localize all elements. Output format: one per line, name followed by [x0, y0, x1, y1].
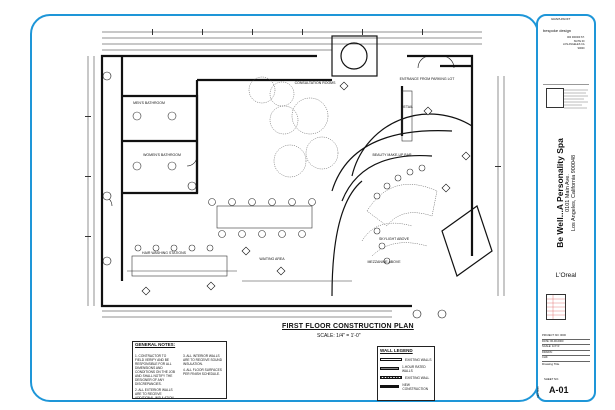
legend-item: EXISTING WALL [380, 373, 432, 382]
entrance-label: ENTRANCE FROM PARKING LOT [400, 77, 456, 81]
womens-bathroom-label: WOMEN'S BATHROOM [143, 153, 181, 157]
hair-washing-label: HAIR WASHING STATIONS [142, 251, 187, 255]
note-item: 2. ALL EXTERIOR WALLS ARE TO RECEIVE ADD… [135, 388, 175, 399]
legend-label: NEW CONSTRUCTION [402, 382, 429, 391]
mezzanine-label: MEZZANINE ABOVE [367, 260, 401, 264]
legend-label: 1-HOUR RATED WALLS [402, 364, 426, 373]
notes-title: GENERAL NOTES: [135, 342, 176, 347]
field-checked: CHK: [542, 356, 590, 362]
designer-stamp [546, 88, 564, 108]
legend-swatch [380, 385, 400, 388]
legend-swatch [380, 358, 402, 361]
firm-address-line: 000 000000 ST. [567, 36, 585, 39]
plan-scale: SCALE: 1/4" = 1'-0" [317, 333, 361, 339]
section-label: SECTION [537, 386, 540, 398]
consultation-rooms-label: CONSULTATION ROOMS [295, 81, 337, 85]
notes-column-left: 1. CONTRACTOR TO FIELD VERIFY AND BE RES… [135, 354, 175, 399]
project-city: Los Angeles, California 900048 [571, 154, 577, 232]
skylight-label: SKYLIGHT ABOVE [379, 237, 410, 241]
note-item: 3. ALL INTERIOR WALLS ARE TO RECEIVE SOU… [183, 354, 223, 366]
firm-address-line: SUITE 00 [573, 39, 585, 43]
legend-title: WALL LEGEND [380, 348, 413, 353]
sheet-number: A-01 [549, 385, 569, 395]
legend-item: EXISTING WALLS [380, 355, 432, 364]
note-item: 1. CONTRACTOR TO FIELD VERIFY AND BE RES… [135, 354, 175, 386]
beauty-bar-label: BEAUTY MAKE-UP BAR [373, 153, 412, 157]
field-date: DATE: 00-00-0000 [542, 340, 590, 346]
stamp-notes [564, 89, 588, 109]
wall-legend: WALL LEGEND EXISTING WALLS 1-HOUR RATED … [377, 346, 435, 401]
field-scale: SCALE: 1/4"=1' [542, 345, 590, 351]
project-fields: PROJECT NO: 0000 DATE: 00-00-0000 SCALE:… [542, 334, 590, 367]
note-item: 4. ALL FLOOR SURFACES PER FINISH SCHEDUL… [183, 368, 222, 376]
firm-block: bespoke design 000 000000 ST. SUITE 00 L… [543, 26, 589, 109]
project-name-block: Be Well...A Personality Spa 0101 Main Av… [542, 126, 590, 261]
waiting-area-label: WAITING AREA [259, 257, 285, 261]
client-name: L'Oreal [555, 272, 577, 279]
legend-swatch [380, 376, 402, 379]
sheet-label: SHEET NO. [544, 377, 560, 381]
retail-label: RETAIL [401, 105, 413, 109]
firm-address-line: 90000 [577, 46, 585, 50]
legend-swatch [380, 367, 400, 370]
mens-bathroom-label: MEN'S BATHROOM [133, 101, 165, 105]
firm-address: 000 000000 ST. SUITE 00 LOS ANGELES CA 9… [563, 36, 585, 50]
title-block: GRAPHISOFT bespoke design 000 000000 ST.… [536, 14, 596, 402]
software-label: GRAPHISOFT [551, 17, 571, 21]
drawing-sheet: MEN'S BATHROOM WOMEN'S BATHROOM CONSULTA… [30, 14, 539, 402]
legend-label: EXISTING WALL [405, 375, 430, 380]
notes-column-right: 3. ALL INTERIOR WALLS ARE TO RECEIVE SOU… [183, 354, 223, 378]
firm-name: bespoke design [543, 28, 572, 33]
field-project-no: PROJECT NO: 0000 [542, 334, 590, 340]
revision-grid [546, 294, 566, 320]
plan-title: FIRST FLOOR CONSTRUCTION PLAN [282, 323, 414, 330]
general-notes: GENERAL NOTES: 1. CONTRACTOR TO FIELD VE… [132, 341, 227, 399]
firm-address-line: LOS ANGELES CA [563, 43, 585, 46]
drawing-title: Drawing Title [542, 361, 560, 366]
legend-label: EXISTING WALLS [405, 357, 432, 362]
legend-item: 1-HOUR RATED WALLS [380, 364, 432, 373]
field-drawn: DRAWN: [542, 351, 590, 357]
floor-plan: MEN'S BATHROOM WOMEN'S BATHROOM CONSULTA… [85, 29, 505, 319]
legend-item: NEW CONSTRUCTION [380, 382, 432, 391]
project-name: Be Well...A Personality Spa [555, 138, 565, 248]
